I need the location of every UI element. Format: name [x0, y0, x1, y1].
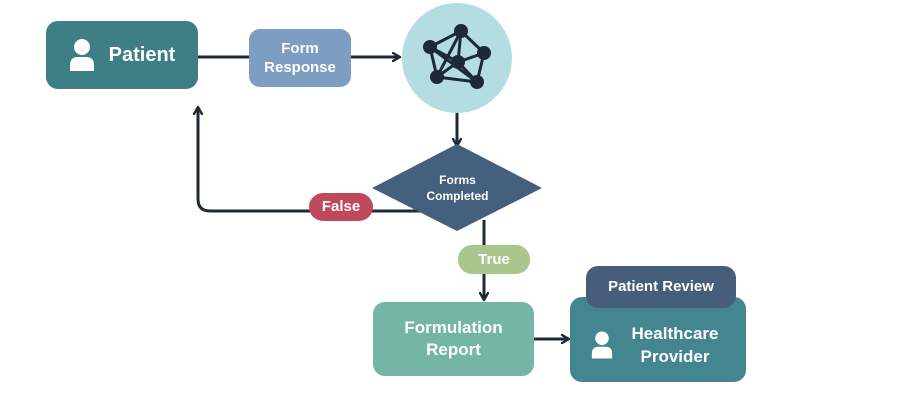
false-label-text: False [321, 198, 361, 216]
form-response-label: Form Response [264, 39, 336, 77]
healthcare-provider-label: Healthcare Provider [631, 324, 719, 366]
edge-decision-false-to-patient [198, 108, 425, 213]
person-icon [591, 330, 613, 359]
patient-node: Patient [46, 21, 198, 89]
healthcare-provider-node: Healthcare Provider [570, 297, 746, 382]
network-processing-node [402, 3, 512, 113]
decision-label-box: Forms Completed [410, 170, 505, 208]
patient-review-label: Patient Review [608, 278, 714, 296]
patient-review-tag: Patient Review [586, 266, 736, 308]
person-icon [69, 39, 94, 71]
true-label-text: True [478, 250, 510, 268]
formulation-report-node: Formulation Report [373, 302, 534, 376]
patient-label: Patient [108, 44, 176, 66]
false-edge-label: False [309, 193, 373, 221]
formulation-report-label: Formulation Report [404, 317, 503, 359]
true-edge-label: True [458, 245, 530, 274]
form-response-node: Form Response [249, 29, 351, 87]
network-graph-icon [423, 24, 491, 89]
decision-label: Forms Completed [426, 173, 489, 203]
decision-diamond [372, 144, 542, 231]
